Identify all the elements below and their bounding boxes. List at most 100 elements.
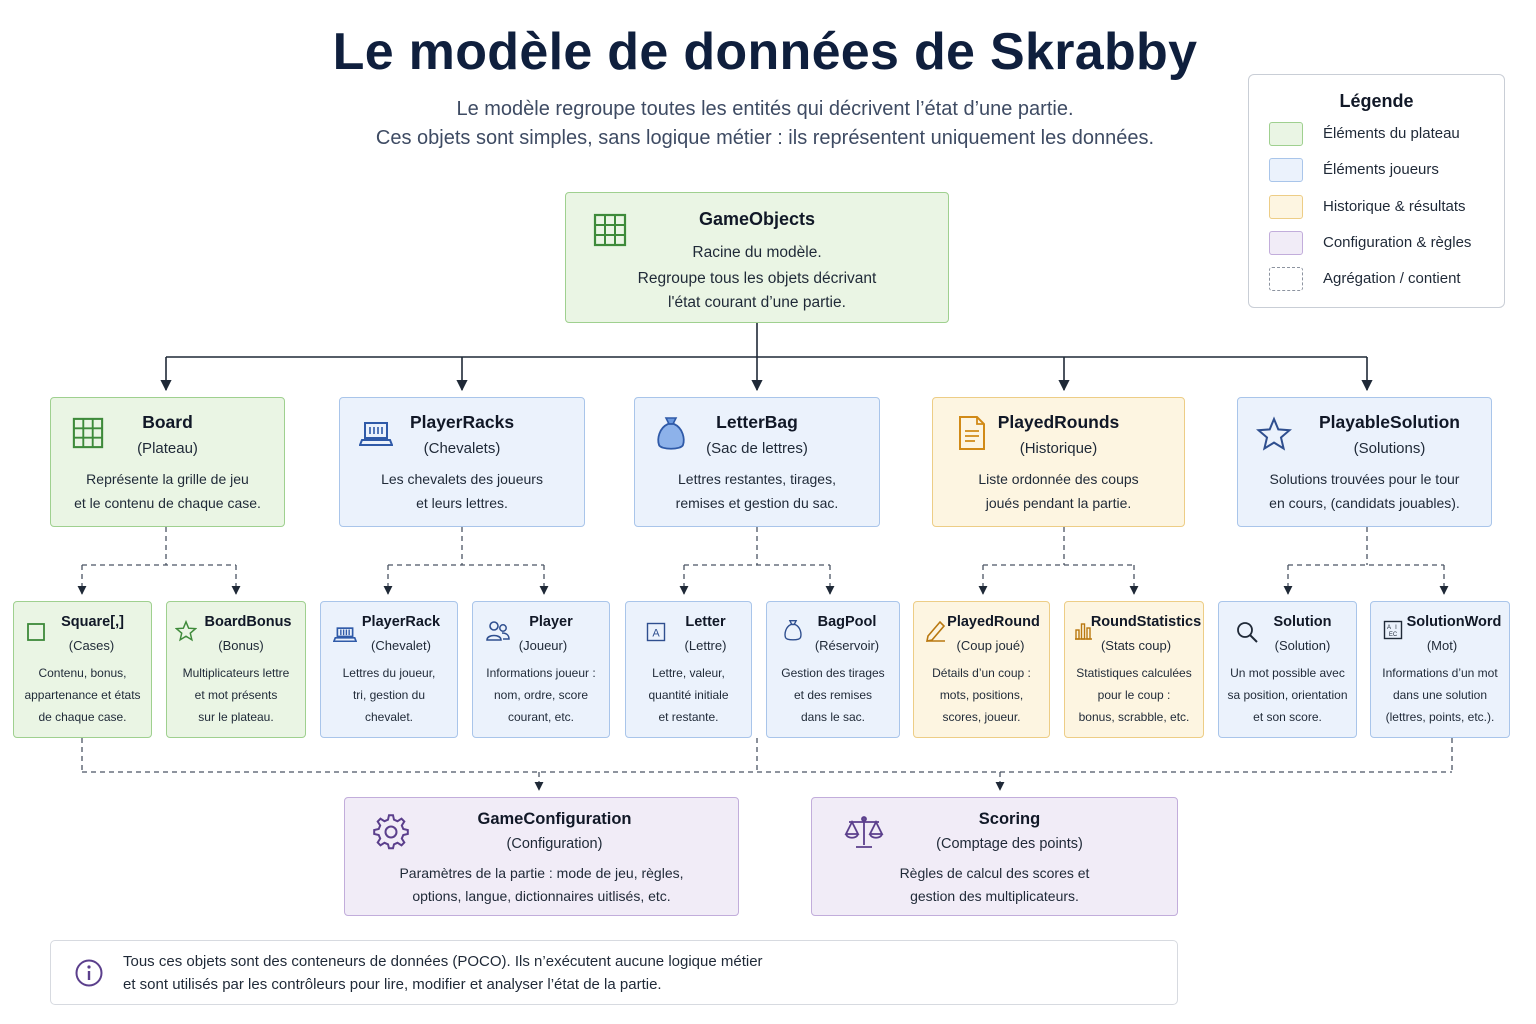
node-square: Square[,] (Cases) Contenu, bonus, appart… xyxy=(13,601,152,738)
node-desc-1: Lettres restantes, tirages, xyxy=(678,471,836,487)
node-desc-3: de chaque case. xyxy=(38,710,127,724)
node-desc-1: Représente la grille de jeu xyxy=(86,471,249,487)
node-title: Square[,] xyxy=(61,614,124,630)
node-subtitle: (Solutions) xyxy=(1353,440,1426,457)
node-title: Scoring xyxy=(978,810,1041,828)
node-desc-1: Lettre, valeur, xyxy=(652,666,725,680)
node-title: Letter xyxy=(685,614,726,630)
rack-icon xyxy=(359,422,393,446)
node-title: PlayedRound xyxy=(947,614,1040,630)
node-title: LetterBag xyxy=(716,412,798,432)
legend-title: Légende xyxy=(1339,91,1414,111)
node-desc-2: et le contenu de chaque case. xyxy=(74,495,261,511)
node-desc-1: Détails d’un coup : xyxy=(932,666,1031,680)
node-desc-3: dans le sac. xyxy=(800,710,866,724)
node-desc-1: Lettres du joueur, xyxy=(342,666,436,680)
node-desc-2: nom, ordre, score xyxy=(493,688,589,702)
node-subtitle: (Coup joué) xyxy=(956,638,1025,653)
node-desc-2: gestion des multiplicateurs. xyxy=(910,888,1079,904)
node-player: Player (Joueur) Informations joueur : no… xyxy=(472,601,610,738)
node-subtitle: (Stats coup) xyxy=(1100,638,1172,653)
info-icon xyxy=(75,959,103,987)
node-title: Player xyxy=(529,614,573,630)
node-subtitle: (Configuration) xyxy=(506,836,603,852)
node-desc-3: et restante. xyxy=(658,710,719,724)
subtitle-line-2: Ces objets sont simples, sans logique mé… xyxy=(375,127,1155,149)
node-subtitle: (Chevalets) xyxy=(423,440,501,457)
bag-icon xyxy=(784,619,802,641)
node-desc-2: et leurs lettres. xyxy=(416,495,508,511)
node-title: PlayerRacks xyxy=(409,412,515,432)
node-desc-1: Solutions trouvées pour le tour xyxy=(1269,471,1460,487)
legend-swatch xyxy=(1269,195,1303,219)
node-title: BoardBonus xyxy=(204,614,292,630)
node-subtitle: (Mot) xyxy=(1426,638,1458,653)
legend-swatch xyxy=(1269,158,1303,182)
node-desc-1: Gestion des tirages xyxy=(781,666,885,680)
node-playerracks: PlayerRacks (Chevalets) Les chevalets de… xyxy=(339,397,585,527)
svg-text:EC: EC xyxy=(1389,632,1398,638)
root-line-2: Regroupe tous les objets décrivant xyxy=(637,270,877,287)
word-icon: A I EC xyxy=(1383,620,1403,640)
node-desc-1: Informations d’un mot xyxy=(1382,666,1498,680)
node-desc-2: pour le coup : xyxy=(1097,688,1171,702)
node-subtitle: (Plateau) xyxy=(137,440,198,457)
svg-text:I: I xyxy=(1395,625,1397,631)
node-desc-2: remises et gestion du sac. xyxy=(675,495,839,511)
node-subtitle: (Historique) xyxy=(1019,440,1098,457)
node-desc-3: courant, etc. xyxy=(507,710,575,724)
node-subtitle: (Réservoir) xyxy=(814,638,880,653)
users-icon xyxy=(486,621,510,641)
node-desc-3: chevalet. xyxy=(364,710,414,724)
search-icon xyxy=(1237,622,1258,643)
node-desc-2: et des remises xyxy=(793,688,873,702)
gear-icon xyxy=(373,814,409,850)
pencil-icon xyxy=(925,620,946,642)
legend-label: Éléments joueurs xyxy=(1323,161,1439,178)
node-desc-1: Multiplicateurs lettre xyxy=(182,666,290,680)
node-desc-3: et son score. xyxy=(1253,710,1322,724)
scale-icon xyxy=(844,816,884,848)
node-desc-3: bonus, scrabble, etc. xyxy=(1078,710,1190,724)
node-title: PlayerRack xyxy=(361,614,441,630)
node-subtitle: (Lettre) xyxy=(684,638,727,653)
root-title: GameObjects xyxy=(698,209,816,229)
node-gameconfiguration: GameConfiguration (Configuration) Paramè… xyxy=(344,797,739,916)
node-desc-2: dans une solution xyxy=(1392,688,1488,702)
node-scoring: Scoring (Comptage des points) Règles de … xyxy=(811,797,1178,916)
node-title: Board xyxy=(142,412,193,432)
node-subtitle: (Comptage des points) xyxy=(936,836,1083,852)
node-roundstatistics: RoundStatistics (Stats coup) Statistique… xyxy=(1064,601,1204,738)
node-letter: A Letter (Lettre) Lettre, valeur, quanti… xyxy=(625,601,752,738)
grid-icon xyxy=(593,213,627,247)
node-desc-2: quantité initiale xyxy=(648,688,729,702)
node-subtitle: (Chevalet) xyxy=(371,638,431,653)
bag-icon xyxy=(657,417,685,450)
node-desc-1: Contenu, bonus, xyxy=(38,666,127,680)
node-desc-2: sa position, orientation xyxy=(1227,688,1348,702)
node-desc-2: appartenance et états xyxy=(24,688,141,702)
node-solutionword: A I EC SolutionWord (Mot) Informations d… xyxy=(1370,601,1510,738)
node-playerrack: PlayerRack (Chevalet) Lettres du joueur,… xyxy=(320,601,458,738)
node-title: SolutionWord xyxy=(1406,614,1502,630)
bar-chart-icon xyxy=(1075,623,1092,640)
document-icon xyxy=(959,416,985,450)
node-boardbonus: BoardBonus (Bonus) Multiplicateurs lettr… xyxy=(166,601,306,738)
node-desc-1: Liste ordonnée des coups xyxy=(978,471,1139,487)
node-subtitle: (Sac de lettres) xyxy=(706,440,808,457)
node-playedrounds: PlayedRounds (Historique) Liste ordonnée… xyxy=(932,397,1185,527)
node-desc-1: Statistiques calculées xyxy=(1076,666,1192,680)
star-icon xyxy=(175,620,197,642)
node-playedround: PlayedRound (Coup joué) Détails d’un cou… xyxy=(913,601,1050,738)
info-note: Tous ces objets sont des conteneurs de d… xyxy=(50,940,1178,1005)
note-line-2: et sont utilisés par les contrôleurs pou… xyxy=(123,976,662,993)
node-subtitle: (Bonus) xyxy=(218,638,264,653)
node-title: PlayableSolution xyxy=(1319,412,1460,432)
node-title: BagPool xyxy=(817,614,877,630)
node-desc-2: et mot présents xyxy=(194,688,278,702)
node-subtitle: (Joueur) xyxy=(518,638,568,653)
square-icon xyxy=(27,623,45,641)
legend: Légende Éléments du plateau Éléments jou… xyxy=(1248,74,1505,308)
grid-icon xyxy=(72,417,104,449)
